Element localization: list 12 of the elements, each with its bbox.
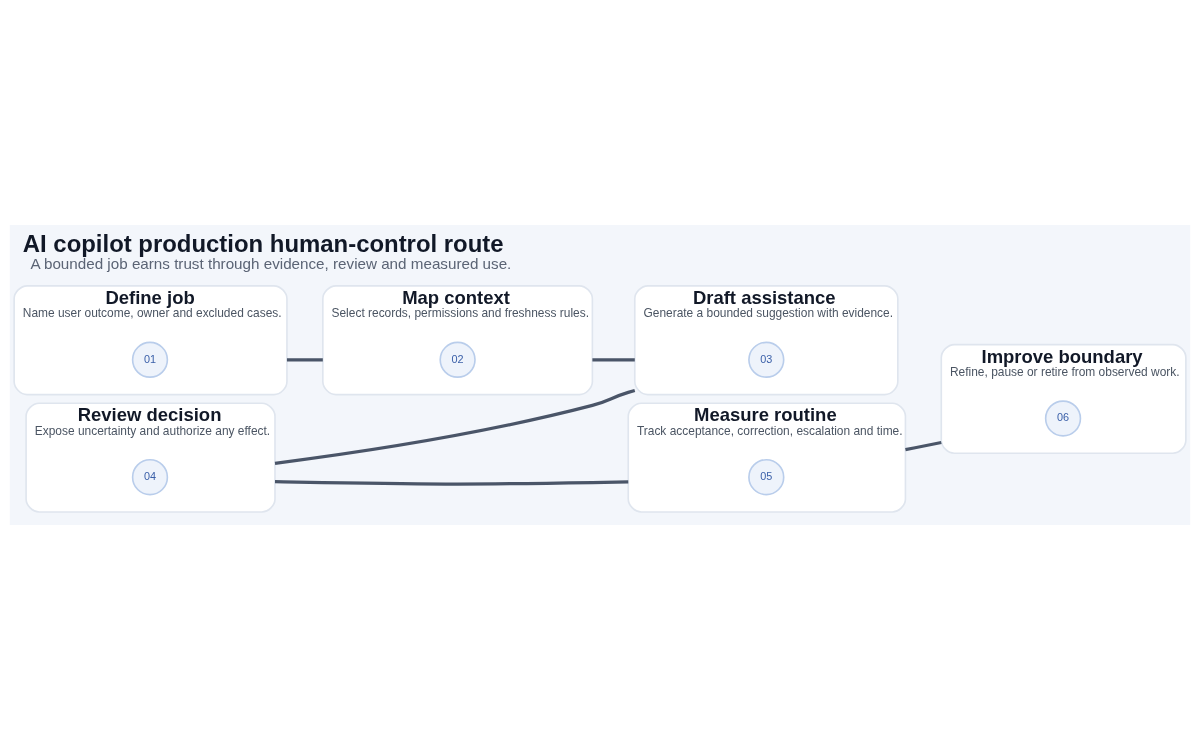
connector	[274, 388, 636, 465]
node-circle: 06	[1044, 400, 1082, 437]
connector	[274, 479, 629, 486]
connector	[592, 358, 635, 362]
diagram-title: AI copilot production human-control route	[22, 229, 504, 257]
node-circle: 01	[131, 341, 169, 378]
connector	[286, 358, 323, 362]
node-circle: 02	[439, 341, 476, 378]
node-circle: 03	[748, 341, 785, 378]
connector	[905, 440, 942, 452]
node-circle: 05	[748, 458, 785, 496]
node-circle: 04	[131, 458, 169, 496]
